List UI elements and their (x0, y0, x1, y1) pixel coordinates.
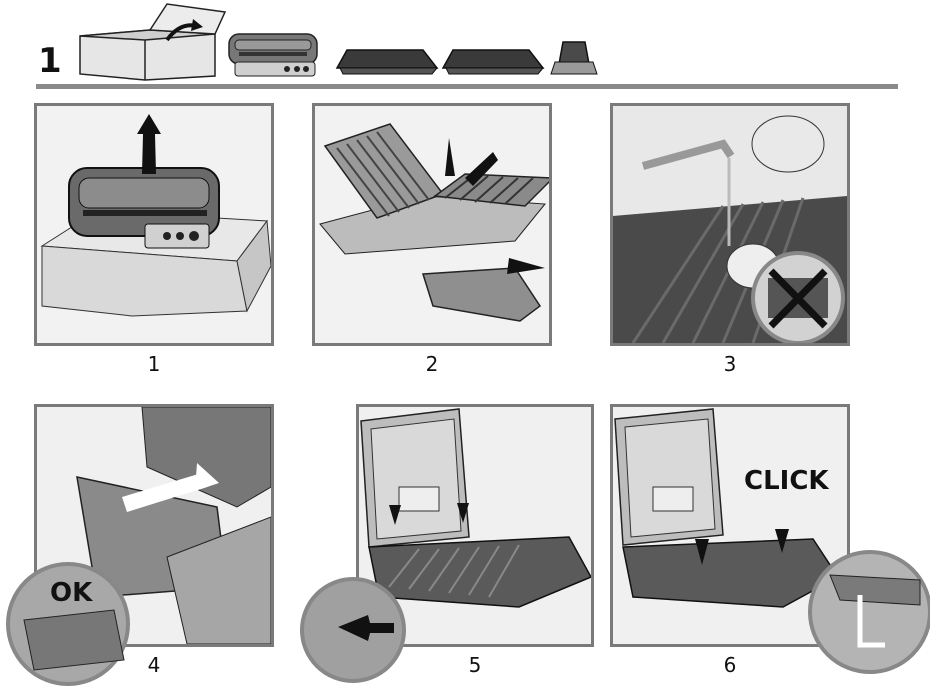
plate-icon (337, 50, 437, 74)
step-6-click-label: CLICK (744, 466, 829, 496)
box-icon (80, 4, 225, 80)
step-4-ok-label: OK (50, 578, 92, 608)
arrow-up-icon (137, 114, 161, 174)
grill-icon (229, 34, 317, 76)
parts-overview (75, 0, 635, 84)
step-6-caption: 6 (710, 653, 750, 677)
step-3-caption: 3 (710, 352, 750, 376)
plate-icon (443, 50, 543, 74)
step-5-zoom (298, 575, 408, 685)
drip-tray-icon (551, 42, 597, 74)
step-5-caption: 5 (455, 653, 495, 677)
section-divider (36, 84, 898, 89)
step-1-panel (34, 103, 274, 346)
step-6-zoom (800, 545, 930, 680)
step-4-caption: 4 (134, 653, 174, 677)
step-2-caption: 2 (412, 352, 452, 376)
section-number: 1 (38, 44, 62, 78)
step-2-panel (312, 103, 552, 346)
step-3-panel (610, 103, 850, 346)
step-1-caption: 1 (134, 352, 174, 376)
